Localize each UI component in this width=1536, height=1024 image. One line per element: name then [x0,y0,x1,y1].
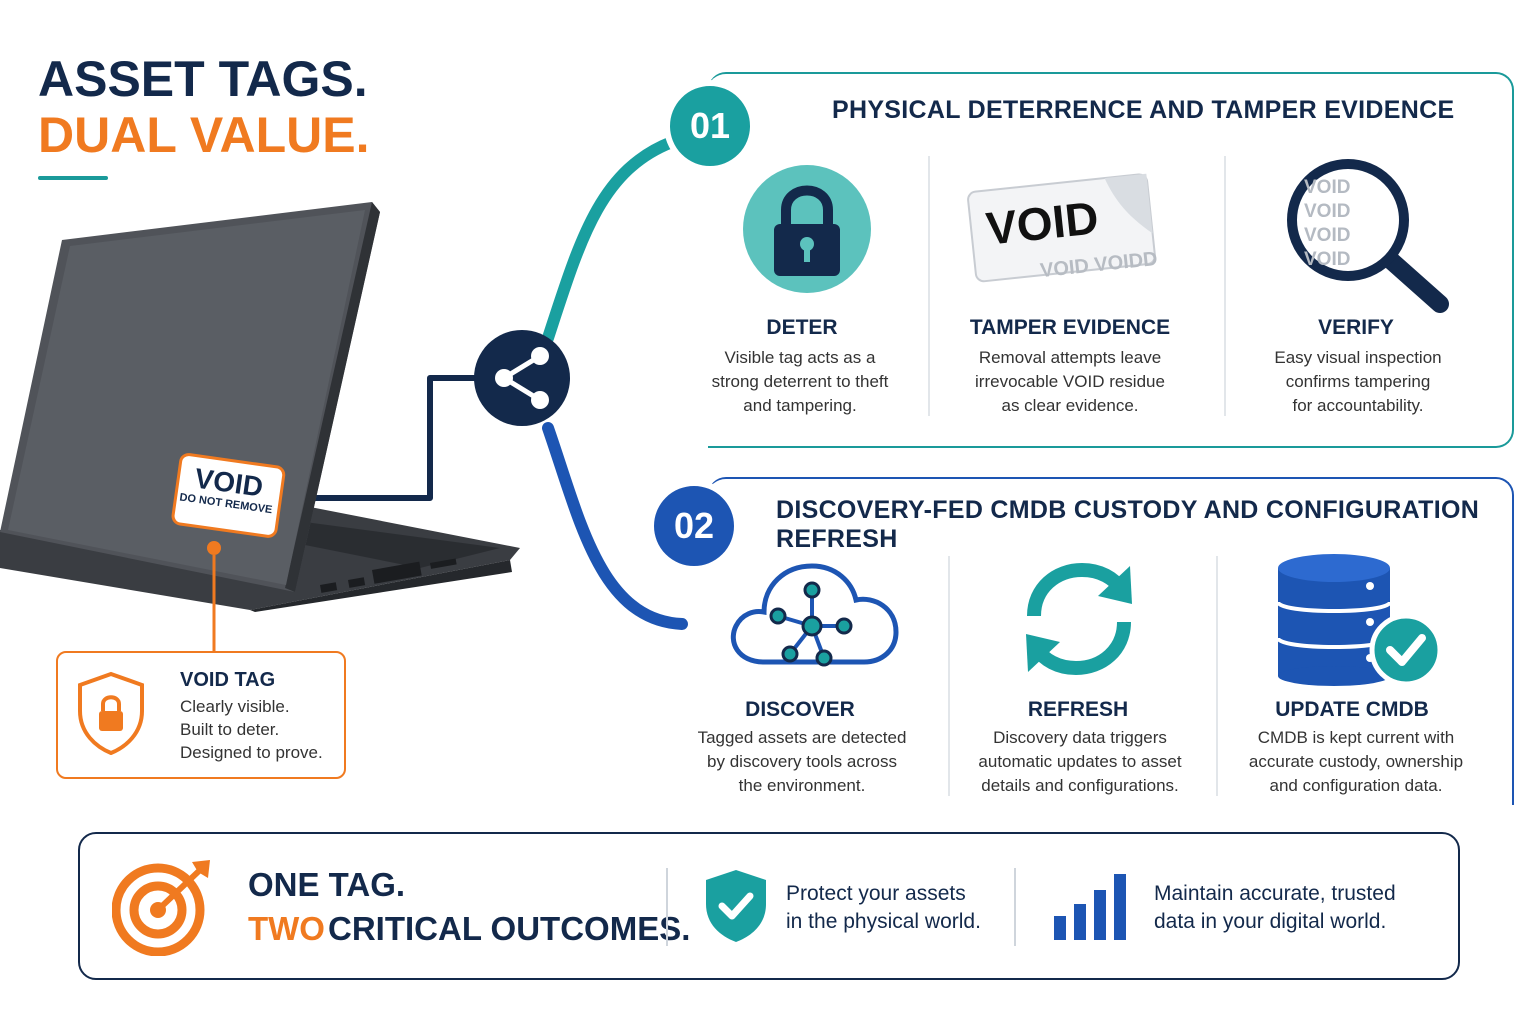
banner-point2-line1: Maintain accurate, trusted [1154,882,1396,905]
refresh-desc: Discovery data triggers automatic update… [940,726,1220,798]
magnifier-icon [1287,159,1449,313]
laptop-illustration [0,202,520,612]
title-underline [38,176,108,180]
tamper-desc-line2: irrevocable VOID residue [975,372,1165,391]
verify-desc: Easy visual inspection confirms tamperin… [1218,346,1498,418]
void-callout-title: VOID TAG [180,669,276,691]
update-cmdb-desc-line3: and configuration data. [1269,776,1443,795]
void-pattern-line1: VOID VOID [1304,177,1351,222]
shield-check-icon [706,870,766,942]
target-icon [112,860,210,956]
laptop-connector-line [300,375,478,501]
tamper-evidence-title: TAMPER EVIDENCE [969,316,1171,339]
refresh-desc-line3: details and configurations. [981,776,1179,795]
branch-to-section2 [542,422,688,630]
void-tag-callout: VOID TAG Clearly visible. Built to deter… [56,651,346,779]
page-title-line2: DUAL VALUE. [38,107,370,163]
cloud-network-icon [730,563,899,667]
discover-desc-line1: Tagged assets are detected [697,728,907,747]
banner-headline-accent: TWO [248,910,325,947]
section2-divider-2 [1216,556,1218,796]
sticker-connector-dot [207,541,221,555]
discover-desc-line3: the environment. [738,776,866,795]
deter-desc-line2: strong deterrent to theft [711,372,889,391]
outcomes-banner [78,832,1460,980]
magnifier-void-pattern: VOID VOID VOID VOID VOID VOID [1304,176,1400,266]
verify-desc-line1: Easy visual inspection [1274,348,1442,367]
discover-desc-line2: by discovery tools across [707,752,897,771]
deter-desc: Visible tag acts as a strong deterrent t… [660,346,940,418]
void-pattern-line2: VOID VOID [1304,225,1351,266]
tamper-desc-line3: as clear evidence. [1001,396,1139,415]
banner-point1-line2: in the physical world. [786,910,981,933]
refresh-desc-line2: automatic updates to asset [978,752,1182,771]
refresh-icon [1026,562,1132,676]
update-cmdb-desc-line1: CMDB is kept current with [1257,728,1455,747]
banner-headline-line1: ONE TAG. [248,866,406,903]
branch-to-section1 [542,136,678,344]
deter-title: DETER [766,316,838,339]
padlock-icon [743,165,871,293]
update-cmdb-desc: CMDB is kept current with accurate custo… [1216,726,1496,798]
section1-divider-1 [928,156,930,416]
verify-title: VERIFY [1318,316,1394,339]
laptop-void-sticker [171,453,286,538]
banner-headline-rest: CRITICAL OUTCOMES. [328,910,691,947]
void-callout-line2: Built to deter. [180,720,280,739]
database-check-icon [1276,554,1442,686]
shield-lock-icon [78,671,144,755]
void-callout-line1: Clearly visible. [180,697,290,716]
section2-divider-1 [948,556,950,796]
update-cmdb-title: UPDATE CMDB [1275,698,1429,721]
section1-number-badge: 01 [664,80,756,172]
discover-title: DISCOVER [745,698,855,721]
refresh-title: REFRESH [1027,698,1129,721]
tamper-evidence-desc: Removal attempts leave irrevocable VOID … [930,346,1210,418]
banner-point2: Maintain accurate, trusted data in your … [1154,880,1396,936]
banner-divider-2 [1014,868,1016,946]
banner-point1: Protect your assets in the physical worl… [786,880,981,936]
refresh-desc-line1: Discovery data triggers [993,728,1167,747]
section1-title: PHYSICAL DETERRENCE AND TAMPER EVIDENCE [832,96,1455,124]
banner-divider-1 [666,868,668,946]
section1-divider-2 [1224,156,1226,416]
void-callout-line3: Designed to prove. [180,743,323,762]
page-title-line1: ASSET TAGS. [38,51,368,107]
bar-chart-icon [1054,874,1126,940]
verify-desc-line3: for accountability. [1292,396,1424,415]
banner-point2-line2: data in your digital world. [1154,910,1387,933]
share-hub-icon [474,330,570,426]
tamper-desc-line1: Removal attempts leave [978,348,1162,367]
banner-point1-line1: Protect your assets [786,882,966,905]
verify-desc-line2: confirms tampering [1285,372,1431,391]
discover-desc: Tagged assets are detected by discovery … [662,726,942,798]
section2-title: DISCOVERY-FED CMDB CUSTODY AND CONFIGURA… [776,496,1480,553]
deter-desc-line1: Visible tag acts as a [724,348,876,367]
update-cmdb-desc-line2: accurate custody, ownership [1248,752,1464,771]
section2-number-badge: 02 [648,480,740,572]
deter-desc-line3: and tampering. [743,396,857,415]
void-label-icon [967,173,1156,283]
